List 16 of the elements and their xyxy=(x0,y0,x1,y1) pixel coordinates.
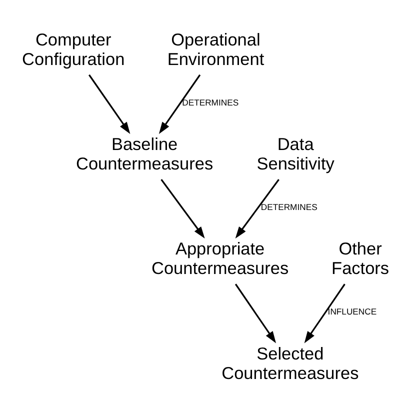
arrow xyxy=(235,178,280,238)
arrow xyxy=(234,283,276,343)
node-text: Operational Environment xyxy=(167,28,264,68)
node-text: Computer Configuration xyxy=(22,28,125,68)
node-text: Data Sensitivity xyxy=(256,134,334,173)
edge-label: DETERMINES xyxy=(182,96,239,107)
node-text: Baseline Countermeasures xyxy=(76,134,214,173)
node-text: Selected Countermeasures xyxy=(222,342,359,382)
arrow xyxy=(158,74,201,134)
arrow xyxy=(160,178,205,238)
edge-label: DETERMINES xyxy=(260,202,318,212)
edge-label: INFLUENCE xyxy=(328,306,377,316)
arrow xyxy=(304,283,346,343)
node-text: Appropriate Countermeasures xyxy=(152,238,289,278)
node-text: Other Factors xyxy=(332,238,390,278)
arrow xyxy=(88,74,130,134)
